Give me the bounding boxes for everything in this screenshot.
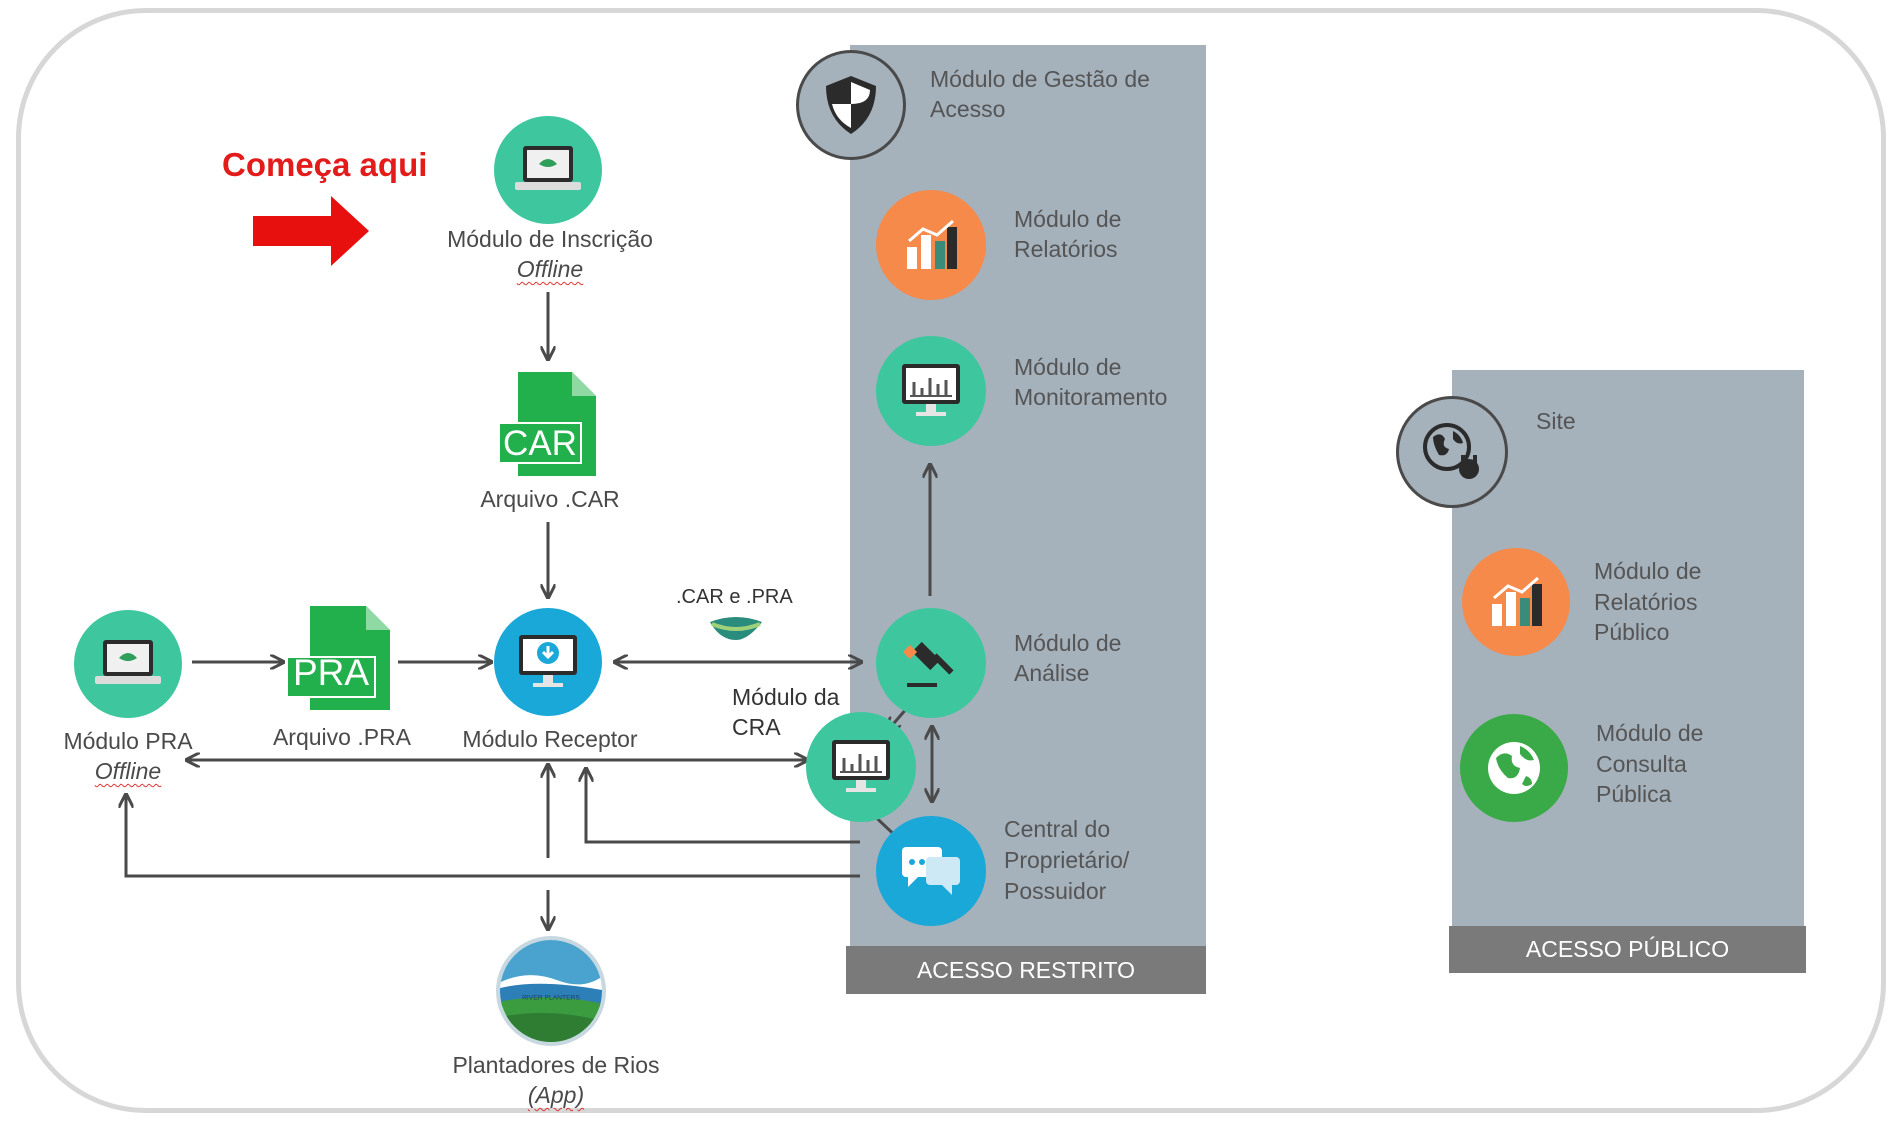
relatorios-publico-line2: Relatórios xyxy=(1594,589,1698,615)
plantadores-app-logo: RIVER PLANTERS xyxy=(496,936,606,1046)
receptor-module-icon xyxy=(494,608,602,716)
pra-offline-module-icon xyxy=(74,610,182,718)
central-proprietario-icon xyxy=(876,816,986,926)
pra-file-icon xyxy=(286,606,390,710)
analise-module-line2: Análise xyxy=(1014,660,1090,686)
monitoramento-module-line2: Monitoramento xyxy=(1014,384,1168,410)
cra-module-title-line2: CRA xyxy=(732,714,781,740)
consulta-publica-line2: Consulta xyxy=(1596,751,1687,777)
relatorios-publico-line3: Público xyxy=(1594,619,1670,645)
sicar-logo-icon xyxy=(710,617,762,640)
site-globe-icon xyxy=(1396,396,1508,508)
plantadores-app-title: Plantadores de Rios xyxy=(452,1052,660,1078)
car-file-title: Arquivo .CAR xyxy=(480,486,620,512)
public-access-footer: ACESSO PÚBLICO xyxy=(1449,926,1806,973)
pra-offline-module-title: Módulo PRA xyxy=(63,728,193,754)
analise-module-line1: Módulo de xyxy=(1014,630,1122,656)
pra-file-title: Arquivo .PRA xyxy=(272,724,412,750)
cra-module-title-line1: Módulo da xyxy=(732,684,840,710)
inscricao-module-subtitle: Offline xyxy=(516,256,584,282)
gestao-acesso-line1: Módulo de Gestão de xyxy=(930,66,1150,92)
monitoramento-module-line1: Módulo de xyxy=(1014,354,1122,380)
relatorios-module-line1: Módulo de xyxy=(1014,206,1122,232)
relatorios-module-icon xyxy=(876,190,986,300)
pra-file-badge: PRA xyxy=(292,652,370,693)
consulta-publica-line3: Pública xyxy=(1596,781,1672,807)
receptor-module-title: Módulo Receptor xyxy=(462,726,638,752)
car-pra-note: .CAR e .PRA xyxy=(676,586,793,608)
arrow-central-to-praoffline xyxy=(126,796,860,878)
restricted-access-footer: ACESSO RESTRITO xyxy=(846,946,1206,994)
gestao-acesso-line2: Acesso xyxy=(930,96,1006,122)
cra-module-icon xyxy=(806,712,916,822)
site-label: Site xyxy=(1536,408,1576,434)
car-file-badge: CAR xyxy=(503,424,577,463)
relatorios-publico-line1: Módulo de xyxy=(1594,558,1702,584)
inscricao-module-title: Módulo de Inscrição xyxy=(447,226,653,252)
central-proprietario-line1: Central do xyxy=(1004,816,1111,842)
consulta-publica-line1: Módulo de xyxy=(1596,720,1704,746)
relatorios-module-line2: Relatórios xyxy=(1014,236,1118,262)
car-file-icon xyxy=(498,372,596,476)
plantadores-logo-text: RIVER PLANTERS xyxy=(522,995,580,1002)
analise-module-icon xyxy=(876,608,986,718)
monitoramento-module-icon xyxy=(876,336,986,446)
start-arrow-icon xyxy=(253,196,369,266)
pra-offline-module-subtitle: Offline xyxy=(94,758,162,784)
plantadores-app-subtitle: (App) xyxy=(527,1082,585,1108)
start-label: Começa aqui xyxy=(222,146,428,183)
inscricao-module-icon xyxy=(494,116,602,224)
relatorios-publico-icon xyxy=(1462,548,1570,656)
central-proprietario-line3: Possuidor xyxy=(1004,878,1107,904)
arrow-central-to-receptor xyxy=(586,770,860,844)
consulta-publica-icon xyxy=(1460,714,1568,822)
central-proprietario-line2: Proprietário/ xyxy=(1004,847,1130,873)
gestao-acesso-icon xyxy=(796,50,906,160)
